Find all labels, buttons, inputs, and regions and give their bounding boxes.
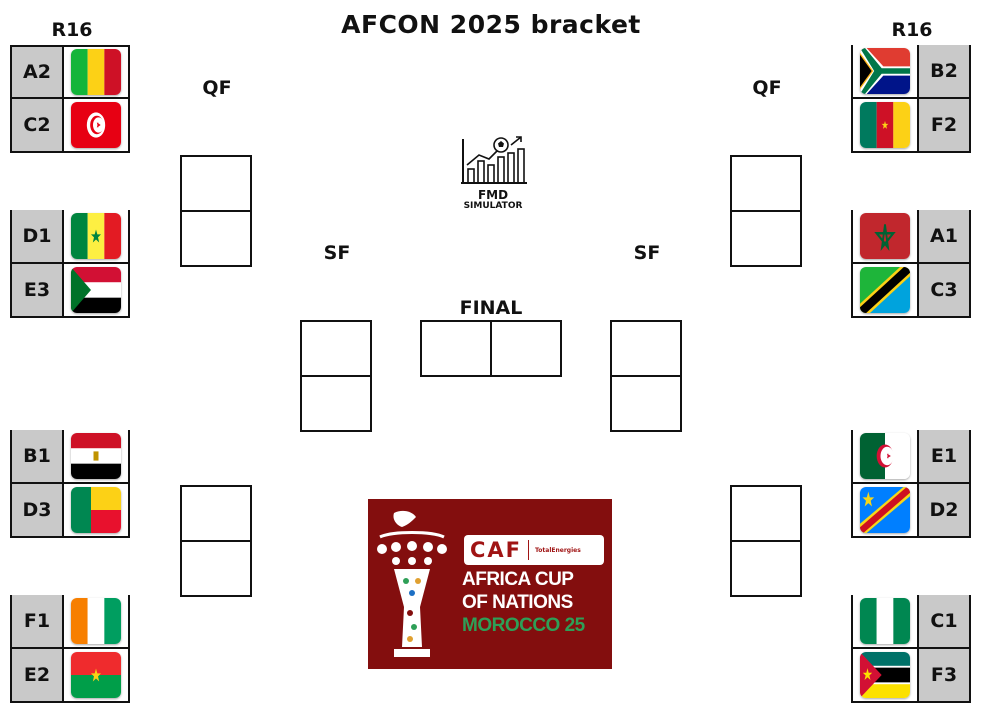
team-slot-left-2[interactable]: C2	[10, 99, 130, 153]
benin-flag-icon	[71, 487, 121, 533]
team-code: E3	[12, 264, 62, 316]
team-code: B1	[12, 430, 62, 482]
fmd-logo-line2: SIMULATOR	[463, 201, 523, 211]
caf-wordmark: CAF	[470, 538, 523, 562]
label-qf-right: QF	[752, 77, 782, 99]
afcon-line-2: OF NATIONS	[462, 592, 573, 613]
team-code: D2	[919, 484, 969, 536]
qf-slot-left-bottom[interactable]	[180, 485, 252, 597]
qf-slot-right-top[interactable]	[730, 155, 802, 267]
team-code: F3	[919, 649, 969, 701]
team-code: E2	[12, 649, 62, 701]
label-sf-right: SF	[633, 242, 661, 264]
team-slot-left-6[interactable]: D3	[10, 484, 130, 538]
qf-slot-right-bottom[interactable]	[730, 485, 802, 597]
team-code: A2	[12, 47, 62, 97]
sudan-flag-icon	[71, 267, 121, 313]
morocco-flag-icon	[860, 213, 910, 259]
cameroon-flag-icon	[860, 102, 910, 148]
team-slot-left-8[interactable]: E2	[10, 649, 130, 703]
team-code: E1	[919, 430, 969, 482]
final-slot[interactable]	[420, 320, 562, 377]
nigeria-flag-icon	[860, 598, 910, 644]
mali-flag-icon	[71, 49, 121, 95]
burkina-faso-flag-icon	[71, 652, 121, 698]
team-slot-left-7[interactable]: F1	[10, 595, 130, 649]
dr-congo-flag-icon	[860, 487, 910, 533]
team-slot-left-4[interactable]: E3	[10, 264, 130, 318]
label-final: FINAL	[459, 297, 523, 319]
mozambique-flag-icon	[860, 652, 910, 698]
egypt-flag-icon	[71, 433, 121, 479]
senegal-flag-icon	[71, 213, 121, 259]
team-code: F2	[919, 99, 969, 151]
team-code: C1	[919, 595, 969, 647]
team-slot-right-7[interactable]: C1	[851, 595, 971, 649]
ivory-coast-flag-icon	[71, 598, 121, 644]
team-code: C3	[919, 264, 969, 316]
sf-slot-right[interactable]	[610, 320, 682, 432]
team-slot-right-4[interactable]: C3	[851, 264, 971, 318]
team-code: A1	[919, 210, 969, 262]
south-africa-flag-icon	[860, 48, 910, 94]
team-slot-right-2[interactable]: F2	[851, 99, 971, 153]
team-code: B2	[919, 45, 969, 97]
team-code: D3	[12, 484, 62, 536]
fmd-logo-line1: FMD	[477, 188, 509, 202]
team-code: F1	[12, 595, 62, 647]
caf-sponsor-badge: CAF TotalEnergies	[464, 535, 604, 565]
team-code: D1	[12, 210, 62, 262]
qf-slot-left-top[interactable]	[180, 155, 252, 267]
team-slot-left-1[interactable]: A2	[10, 45, 130, 99]
team-slot-right-6[interactable]: D2	[851, 484, 971, 538]
afcon-logo: CAF TotalEnergies AFRICA CUP OF NATIONS …	[368, 499, 612, 669]
team-slot-left-3[interactable]: D1	[10, 210, 130, 264]
tunisia-flag-icon	[71, 102, 121, 148]
label-sf-left: SF	[323, 242, 351, 264]
team-slot-right-3[interactable]: A1	[851, 210, 971, 264]
algeria-flag-icon	[860, 433, 910, 479]
team-slot-right-1[interactable]: B2	[851, 45, 971, 99]
afcon-line-3: MOROCCO 25	[462, 615, 585, 636]
page-title: AFCON 2025 bracket	[341, 10, 641, 39]
trophy-icon	[377, 510, 447, 657]
afcon-line-1: AFRICA CUP	[462, 569, 574, 590]
team-slot-right-8[interactable]: F3	[851, 649, 971, 703]
label-r16-right: R16	[891, 19, 933, 41]
fmd-simulator-logo: FMD SIMULATOR	[453, 135, 533, 211]
bar-chart-ball-icon	[461, 136, 527, 184]
team-slot-left-5[interactable]: B1	[10, 430, 130, 484]
team-code: C2	[12, 99, 62, 151]
label-r16-left: R16	[51, 19, 93, 41]
team-slot-right-5[interactable]: E1	[851, 430, 971, 484]
tanzania-flag-icon	[860, 267, 910, 313]
label-qf-left: QF	[202, 77, 232, 99]
sf-slot-left[interactable]	[300, 320, 372, 432]
sponsor-wordmark: TotalEnergies	[535, 546, 581, 554]
